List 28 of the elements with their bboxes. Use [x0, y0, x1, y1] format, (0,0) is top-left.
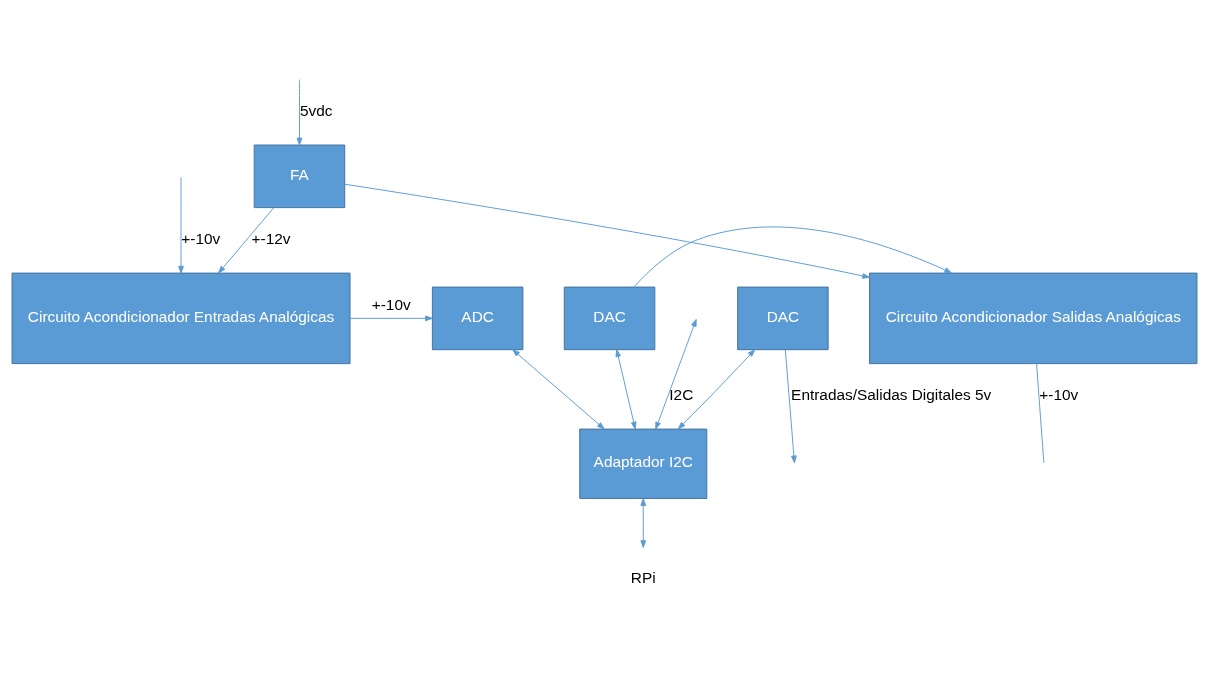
- node-box: Circuito Acondicionador Entradas Analógicas: [11, 272, 351, 364]
- arrow: [784, 348, 797, 463]
- arrow: [655, 318, 697, 429]
- node-text: RPi: [630, 568, 656, 586]
- arrow: [640, 497, 647, 548]
- edge-label: +-12v: [251, 229, 291, 247]
- arrow: [178, 176, 184, 274]
- edge-label: +-10v: [1039, 385, 1079, 403]
- edge-label: 5vdc: [300, 101, 333, 119]
- node-box: DAC: [563, 286, 656, 350]
- node-box: DAC: [737, 286, 829, 350]
- arrow: [615, 348, 637, 429]
- edge-label: Entradas/Salidas Digitales 5v: [791, 385, 992, 403]
- arrow: [677, 348, 756, 429]
- edge-label: I2C: [669, 385, 694, 403]
- node-box: ADC: [431, 286, 524, 350]
- node-box: FA: [253, 144, 346, 208]
- arrow: [633, 226, 953, 287]
- connector: [1036, 362, 1045, 463]
- node-box: Adaptador I2C: [579, 428, 708, 499]
- arrow: [296, 78, 303, 145]
- edge-label: +-10v: [371, 295, 411, 313]
- arrow: [218, 206, 275, 273]
- edge-label: +-10v: [181, 229, 221, 247]
- arrow: [344, 183, 870, 279]
- node-box: Circuito Acondicionador Salidas Analógicas: [869, 272, 1198, 364]
- arrow: [349, 315, 433, 321]
- arrow: [512, 348, 605, 429]
